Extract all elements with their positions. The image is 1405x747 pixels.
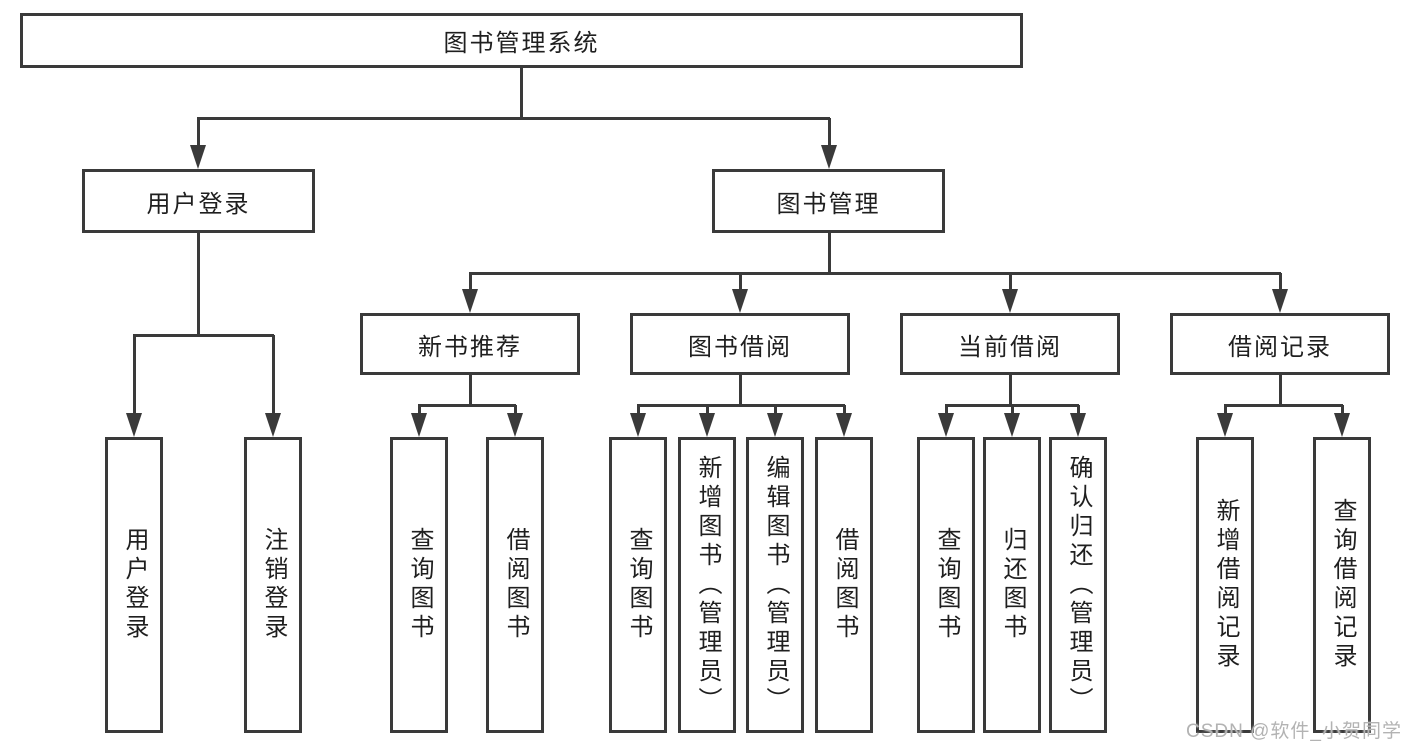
arrow-head	[767, 413, 783, 437]
node-book-borrow: 图书借阅	[630, 313, 850, 375]
node-library-system: 图书管理系统	[20, 13, 1023, 68]
connector-arrow-line	[272, 335, 275, 413]
node-borrow-records: 借阅记录	[1170, 313, 1390, 375]
connector-arrow-line	[637, 405, 640, 413]
leaf-label: 新增借阅记录	[1212, 498, 1239, 672]
leaf-nb-query-books: 查询图书	[390, 437, 448, 733]
node-new-book-recommend: 新书推荐	[360, 313, 580, 375]
arrow-head	[265, 413, 281, 437]
leaf-label: 编辑图书（管理员）	[762, 454, 789, 716]
connector-arrow-line	[774, 405, 777, 413]
connector-branch	[1224, 404, 1343, 407]
leaf-label: 新增图书（管理员）	[694, 454, 721, 716]
connector-arrow-line	[514, 405, 517, 413]
leaf-label: 归还图书	[999, 527, 1026, 643]
connector-stem	[197, 233, 200, 337]
arrow-head	[126, 413, 142, 437]
node-book-management: 图书管理	[712, 169, 945, 233]
arrow-head	[462, 289, 478, 313]
connector-arrow-line	[1279, 273, 1282, 289]
connector-stem	[828, 233, 831, 275]
leaf-label: 借阅图书	[502, 527, 529, 643]
connector-branch	[418, 404, 516, 407]
arrow-head	[190, 145, 206, 169]
connector-arrow-line	[843, 405, 846, 413]
leaf-br-add-record: 新增借阅记录	[1196, 437, 1254, 733]
leaf-cb-confirm-return-admin: 确认归还（管理员）	[1049, 437, 1107, 733]
arrow-head	[507, 413, 523, 437]
arrow-head	[732, 289, 748, 313]
arrow-head	[821, 145, 837, 169]
arrow-head	[1334, 413, 1350, 437]
connector-branch	[197, 117, 830, 120]
leaf-label: 注销登录	[260, 527, 287, 643]
leaf-br-query-record: 查询借阅记录	[1313, 437, 1371, 733]
connector-arrow-line	[1341, 405, 1344, 413]
arrow-head	[1217, 413, 1233, 437]
arrow-head	[411, 413, 427, 437]
connector-stem	[739, 375, 742, 407]
leaf-bb-query-books: 查询图书	[609, 437, 667, 733]
arrow-head	[630, 413, 646, 437]
leaf-label: 查询借阅记录	[1329, 498, 1356, 672]
arrow-head	[1004, 413, 1020, 437]
connector-stem	[469, 375, 472, 407]
leaf-cb-query-books: 查询图书	[917, 437, 975, 733]
connector-arrow-line	[197, 118, 200, 145]
arrow-head	[938, 413, 954, 437]
connector-arrow-line	[1011, 405, 1014, 413]
connector-stem	[1279, 375, 1282, 407]
arrow-head	[699, 413, 715, 437]
arrow-head	[1272, 289, 1288, 313]
connector-arrow-line	[828, 118, 831, 145]
connector-arrow-line	[1009, 273, 1012, 289]
leaf-user-login: 用户登录	[105, 437, 163, 733]
connector-arrow-line	[133, 335, 136, 413]
leaf-label: 用户登录	[121, 527, 148, 643]
arrow-head	[836, 413, 852, 437]
leaf-label: 确认归还（管理员）	[1065, 454, 1092, 716]
connector-stem	[520, 68, 523, 120]
watermark: CSDN @软件_小贺同学	[1186, 721, 1402, 742]
connector-arrow-line	[1224, 405, 1227, 413]
node-user-login: 用户登录	[82, 169, 315, 233]
connector-branch	[637, 404, 845, 407]
leaf-nb-borrow-books: 借阅图书	[486, 437, 544, 733]
leaf-label: 查询图书	[406, 527, 433, 643]
connector-arrow-line	[1077, 405, 1080, 413]
arrow-head	[1070, 413, 1086, 437]
leaf-logout-login: 注销登录	[244, 437, 302, 733]
leaf-label: 查询图书	[625, 527, 652, 643]
connector-stem	[1009, 375, 1012, 407]
leaf-cb-return-books: 归还图书	[983, 437, 1041, 733]
connector-arrow-line	[739, 273, 742, 289]
connector-branch	[133, 334, 274, 337]
leaf-bb-borrow-books: 借阅图书	[815, 437, 873, 733]
connector-arrow-line	[945, 405, 948, 413]
leaf-label: 借阅图书	[831, 527, 858, 643]
arrow-head	[1002, 289, 1018, 313]
connector-arrow-line	[469, 273, 472, 289]
node-current-borrow: 当前借阅	[900, 313, 1120, 375]
connector-arrow-line	[418, 405, 421, 413]
leaf-bb-add-books-admin: 新增图书（管理员）	[678, 437, 736, 733]
leaf-bb-edit-books-admin: 编辑图书（管理员）	[746, 437, 804, 733]
connector-arrow-line	[706, 405, 709, 413]
leaf-label: 查询图书	[933, 527, 960, 643]
connector-branch	[469, 272, 1281, 275]
